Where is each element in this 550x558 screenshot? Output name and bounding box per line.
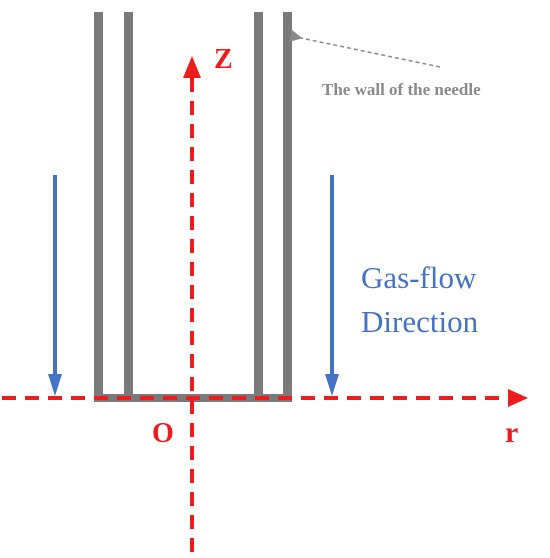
z-axis-arrowhead	[183, 56, 201, 78]
gas-flow-label-line1: Gas-flow	[361, 260, 477, 295]
r-axis-label: r	[505, 416, 518, 449]
inner-wall-right	[254, 12, 263, 402]
origin-label: O	[152, 418, 174, 449]
outer-wall-right	[283, 12, 292, 402]
gas-flow-arrow-right	[325, 175, 339, 396]
needle-wall-pointer-arrow	[289, 29, 441, 68]
inner-wall-left	[124, 12, 133, 402]
r-axis-arrowhead	[508, 389, 528, 407]
gas-flow-arrow-left	[48, 175, 62, 396]
needle-wall-label: The wall of the needle	[322, 80, 481, 99]
outer-wall-left	[94, 12, 103, 402]
gas-flow-label-line2: Direction	[361, 304, 479, 339]
z-axis-label: Z	[214, 44, 233, 75]
